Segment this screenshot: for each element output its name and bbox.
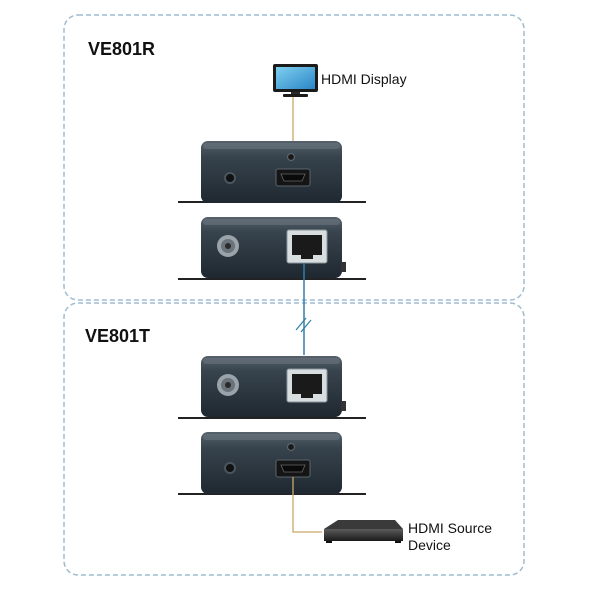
- receiver-title: VE801R: [88, 39, 155, 59]
- coax-connector-icon: [217, 374, 239, 396]
- rj45-port-icon: [286, 368, 328, 403]
- receiver-rj45-unit: [178, 217, 366, 280]
- hdmi-source-device-icon: [324, 520, 403, 543]
- hdmi-source-label-line1: HDMI Source: [408, 520, 492, 536]
- transmitter-rj45-unit: [178, 356, 366, 419]
- hdmi-source-label-line2: Device: [408, 537, 451, 553]
- hdmi-port-icon: [275, 459, 311, 478]
- hdmi-display-icon: [273, 64, 318, 97]
- rj45-port-icon: [286, 229, 328, 264]
- hdmi-port-icon: [275, 168, 311, 187]
- led-icon: [286, 442, 296, 452]
- receiver-panel: [63, 14, 525, 301]
- cable-break-mark-1: [295, 317, 307, 331]
- transmitter-hdmi-unit: [178, 432, 366, 495]
- cable-break-mark-2: [300, 319, 312, 333]
- hdmi-cable-transmitter: [292, 477, 322, 533]
- side-switch-icon: [341, 401, 346, 411]
- transmitter-panel: [63, 302, 525, 576]
- transmitter-title: VE801T: [85, 326, 150, 346]
- coax-connector-icon: [217, 235, 239, 257]
- hdmi-display-label: HDMI Display: [321, 71, 407, 87]
- power-jack-icon: [224, 172, 236, 184]
- led-icon: [286, 152, 296, 162]
- receiver-hdmi-unit: [178, 141, 366, 203]
- power-jack-icon: [224, 462, 236, 474]
- side-switch-icon: [341, 262, 346, 272]
